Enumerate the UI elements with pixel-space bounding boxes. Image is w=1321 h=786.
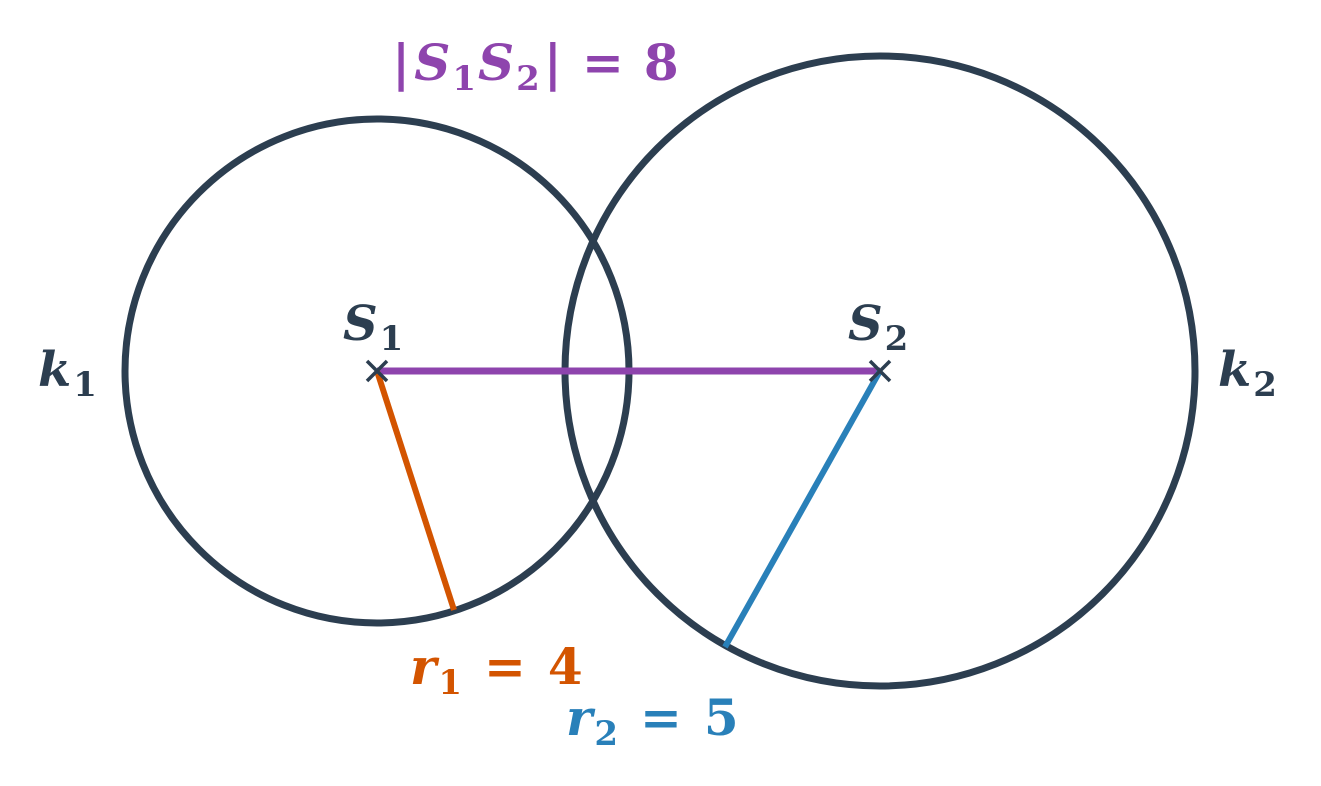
center-s1-cross-mark-icon — [365, 359, 389, 383]
circle-k1-label: k1 — [38, 342, 97, 405]
circle-k2-label: k2 — [1218, 342, 1277, 405]
radius-r1-label: r1=4 — [410, 637, 583, 703]
radius-r2-label: r2=5 — [566, 688, 739, 754]
center-s2-label: S2 — [848, 296, 908, 359]
radius-r2-segment — [722, 369, 883, 649]
radius-r1-segment — [374, 370, 457, 611]
center-s1-label: S1 — [343, 296, 403, 359]
center-s2-cross-mark-icon — [868, 359, 892, 383]
distance-label: |S1S2|=8 — [392, 33, 679, 99]
